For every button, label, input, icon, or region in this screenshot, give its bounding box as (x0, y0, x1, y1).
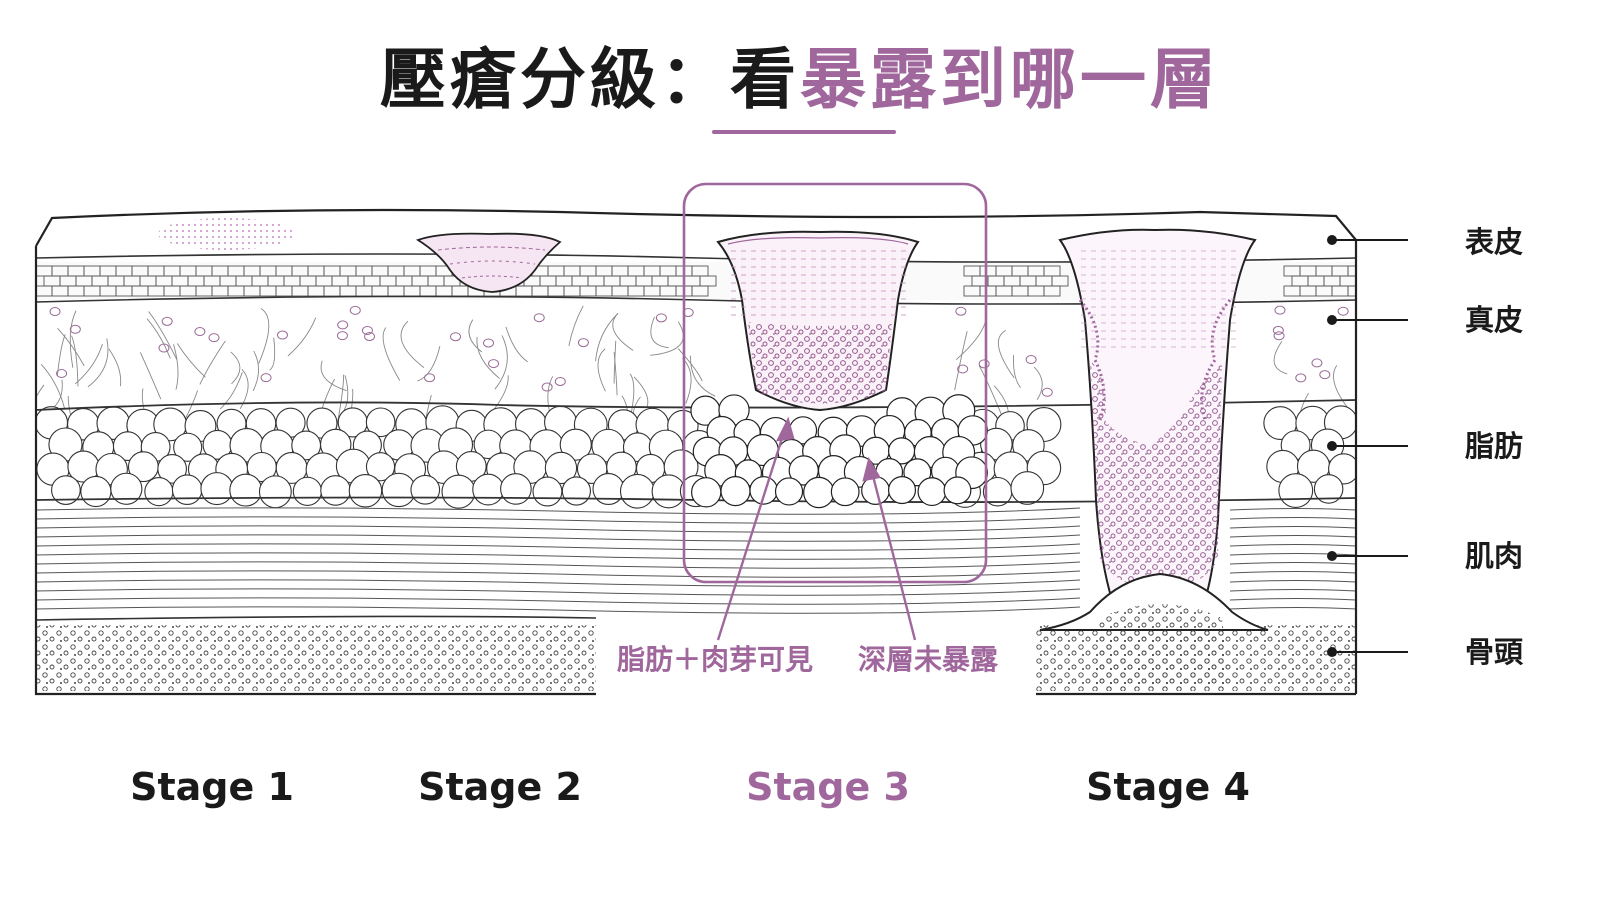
stage-label-4: Stage 4 (1086, 765, 1250, 809)
callout-deep-not-exposed: 深層未暴露 (858, 643, 999, 676)
stage3-highlight-box (682, 182, 988, 584)
title-black-part: 壓瘡分級：看 (380, 41, 800, 118)
label-muscle: 肌肉 (1465, 539, 1524, 573)
stage4-wound (1039, 228, 1269, 690)
stage-label-3: Stage 3 (746, 765, 910, 809)
layer-leader-lines (1327, 235, 1408, 657)
title-underline (712, 130, 896, 134)
skin-surface-outline (34, 208, 1358, 696)
stage-label-2: Stage 2 (418, 765, 582, 809)
callout-fat-granulation: 脂肪＋肉芽可見 (617, 643, 814, 676)
label-epidermis: 表皮 (1465, 225, 1524, 259)
stage1-redness-patch (158, 218, 294, 250)
label-bone: 骨頭 (1465, 635, 1524, 669)
title-accent-part: 暴露到哪一層 (800, 41, 1220, 118)
label-dermis: 真皮 (1465, 303, 1524, 337)
stage3-wound (716, 230, 920, 412)
label-fat: 脂肪 (1465, 429, 1524, 463)
stage-label-1: Stage 1 (130, 765, 294, 809)
page-title: 壓瘡分級：看暴露到哪一層 (0, 26, 1600, 122)
callout-arrows (716, 416, 917, 641)
